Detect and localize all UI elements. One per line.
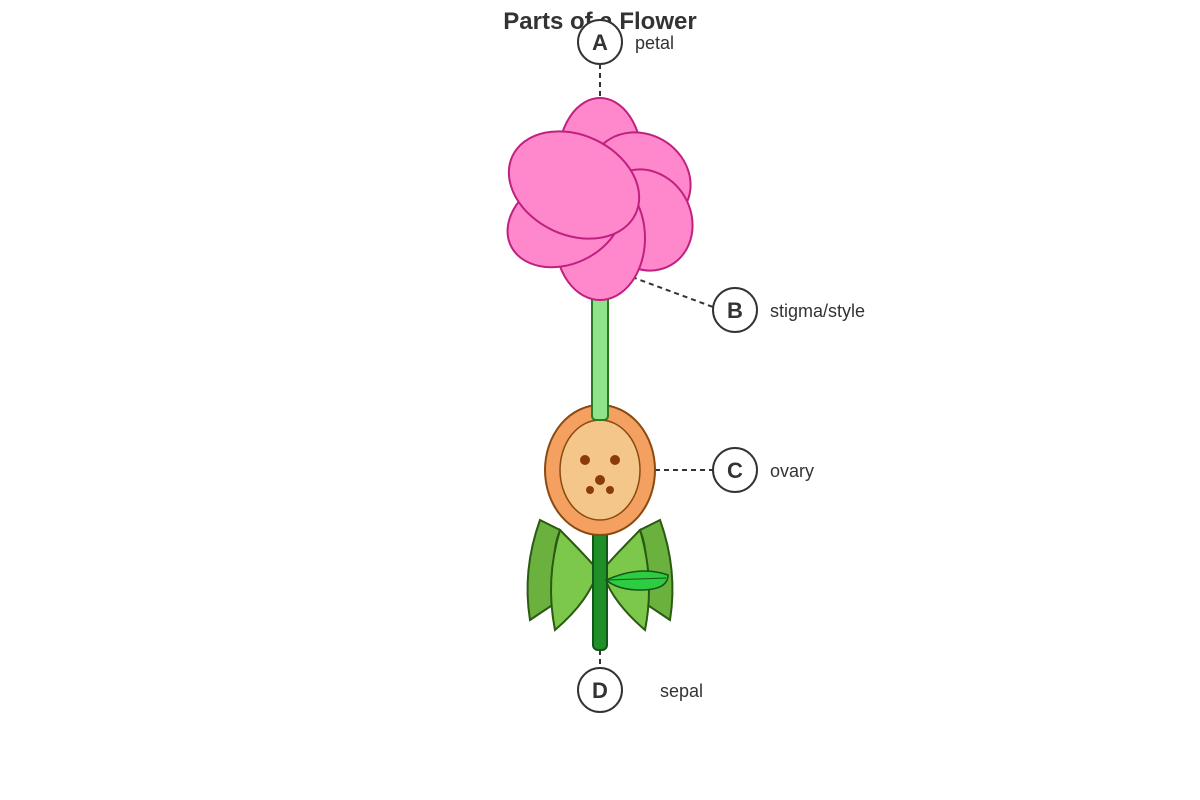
leader-line-b <box>631 276 714 308</box>
ovary <box>544 404 656 536</box>
label-c: C ovary <box>712 447 814 493</box>
petal <box>507 130 641 240</box>
ovule <box>586 486 594 494</box>
label-b: B stigma/style <box>712 287 865 333</box>
label-c-letter: C <box>727 458 743 483</box>
ovule <box>580 455 590 465</box>
label-b-letter: B <box>727 298 743 323</box>
leaf <box>604 570 669 591</box>
label-c-text: ovary <box>770 461 814 481</box>
petals <box>506 97 694 301</box>
label-a-letter: A <box>592 30 608 55</box>
ovule <box>610 455 620 465</box>
sepal-inner-left <box>550 528 600 632</box>
ovule <box>606 486 614 494</box>
label-d: D sepal <box>577 667 703 713</box>
label-a-text: petal <box>635 33 674 53</box>
style <box>591 289 609 421</box>
stem <box>592 529 608 651</box>
ovule <box>595 475 605 485</box>
label-d-letter: D <box>592 678 608 703</box>
label-d-text: sepal <box>660 681 703 701</box>
label-b-text: stigma/style <box>770 301 865 321</box>
label-a: A petal <box>577 19 674 65</box>
